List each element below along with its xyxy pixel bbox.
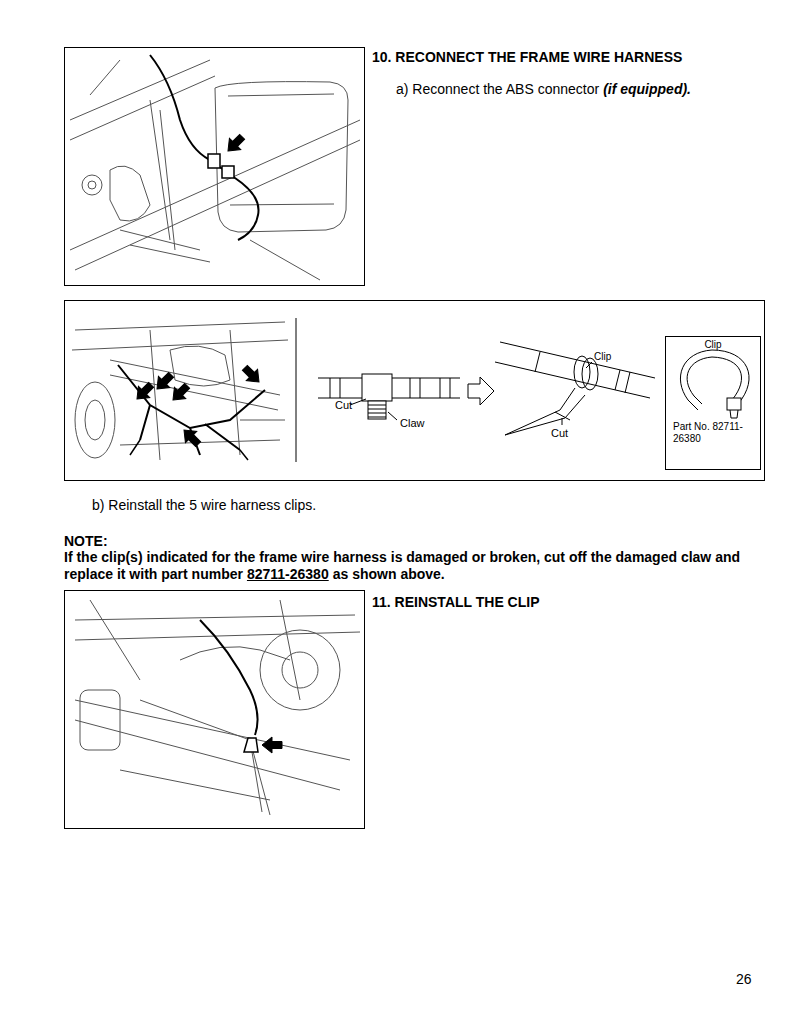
- text-run: a) Reconnect the ABS connector: [396, 81, 599, 97]
- instruction-line: a) Reconnect the ABS connector(if equipp…: [396, 81, 756, 98]
- part-callout-box: ClipPart No. 82711-26380: [665, 336, 761, 470]
- callout-label: Cut: [551, 426, 568, 440]
- callout-label: Cut: [335, 398, 352, 412]
- figure-frame: [65, 48, 365, 286]
- figure-frame: [65, 591, 365, 829]
- box-heading: Clip: [666, 339, 760, 351]
- instruction-text: b) Reinstall the 5 wire harness clips.: [92, 497, 316, 514]
- step-heading: 10. RECONNECT THE FRAME WIRE HARNESS: [372, 49, 682, 66]
- text-run: (if equipped).: [603, 81, 691, 97]
- callout-label: Claw: [400, 416, 424, 430]
- clip-claw-illustration: [318, 374, 460, 420]
- abs-connector-illustration: [70, 60, 360, 280]
- page-number: 26: [736, 971, 752, 988]
- frame-underside-illustration: [72, 322, 288, 460]
- part-number-text: Part No. 82711-26380: [673, 421, 747, 445]
- callout-label: Clip: [594, 350, 611, 363]
- figure-frame: [65, 301, 765, 481]
- text-run: 82711-26380: [247, 566, 329, 582]
- clip-location-illustration: [75, 600, 360, 815]
- note-paragraph: If the clip(s) indicated for the frame w…: [64, 549, 780, 583]
- text-run: as shown above.: [333, 566, 445, 582]
- hollow-arrow: [468, 377, 494, 405]
- clip-install-illustration: [495, 342, 655, 435]
- note-heading: NOTE:: [64, 533, 108, 550]
- step-heading: 11. REINSTALL THE CLIP: [372, 594, 540, 611]
- clip-part-illustration: [680, 350, 749, 418]
